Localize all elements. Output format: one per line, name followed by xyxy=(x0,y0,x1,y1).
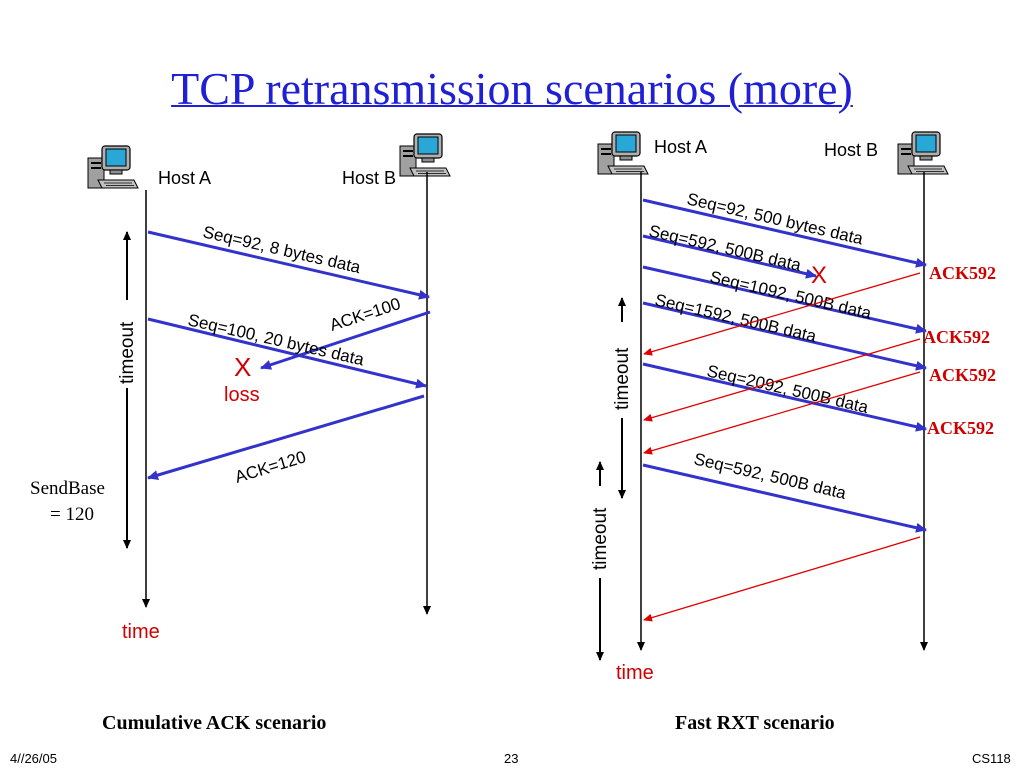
scenario-caption: Fast RXT scenario xyxy=(675,712,835,734)
loss-x-mark: X xyxy=(234,352,251,382)
data-segment-arrow xyxy=(642,265,927,334)
footer-page-number: 23 xyxy=(504,751,518,766)
sendbase-value: = 120 xyxy=(50,504,94,525)
loss-label: loss xyxy=(224,384,260,406)
timeout-label: timeout xyxy=(590,507,611,570)
ack-arrow xyxy=(643,272,921,356)
ack-label: ACK592 xyxy=(923,327,990,347)
data-segment-arrow xyxy=(642,362,927,432)
host-b-computer-icon xyxy=(897,131,949,175)
ack-arrow xyxy=(643,371,921,455)
ack-label: ACK592 xyxy=(929,263,996,283)
timeout-label: timeout xyxy=(612,347,633,410)
left-scenario: Host A Host B timeout Seq=92, 8 bytes da… xyxy=(30,133,451,734)
ack-label: ACK=100 xyxy=(327,294,403,335)
host-a-computer-icon xyxy=(597,131,649,175)
data-segment-arrow xyxy=(642,234,817,279)
ack-label: ACK=120 xyxy=(233,447,309,487)
host-a-label: Host A xyxy=(158,168,211,188)
ack-arrow xyxy=(260,310,431,370)
host-a-computer-icon xyxy=(87,145,139,189)
data-segment-arrow xyxy=(642,198,927,268)
data-segment-arrow xyxy=(642,463,927,533)
footer-course: CS118 xyxy=(972,751,1011,766)
scenario-caption: Cumulative ACK scenario xyxy=(102,712,326,734)
host-a-label: Host A xyxy=(654,137,707,157)
data-segment-arrow xyxy=(642,301,927,371)
host-b-label: Host B xyxy=(342,168,396,188)
ack-arrow xyxy=(643,536,921,622)
data-segment-arrow xyxy=(147,230,430,300)
ack-arrow xyxy=(147,394,425,480)
loss-x-mark: X xyxy=(811,262,827,289)
time-label: time xyxy=(616,662,654,684)
data-segment-arrow xyxy=(147,317,427,389)
ack-arrow xyxy=(643,338,921,422)
host-b-computer-icon xyxy=(399,133,451,177)
footer-date: 4//26/05 xyxy=(10,751,57,766)
timeout-label: timeout xyxy=(117,321,138,384)
time-label: time xyxy=(122,621,160,643)
data-segment-label: Seq=2092, 500B data xyxy=(705,361,871,417)
slide-title: TCP retransmission scenarios (more) xyxy=(171,63,853,114)
host-b-label: Host B xyxy=(824,140,878,160)
right-scenario: Host A Host B timeout timeout Seq=92, 50… xyxy=(590,131,996,734)
sendbase-label: SendBase xyxy=(30,478,105,499)
ack-label: ACK592 xyxy=(929,365,996,385)
ack-label: ACK592 xyxy=(927,418,994,438)
